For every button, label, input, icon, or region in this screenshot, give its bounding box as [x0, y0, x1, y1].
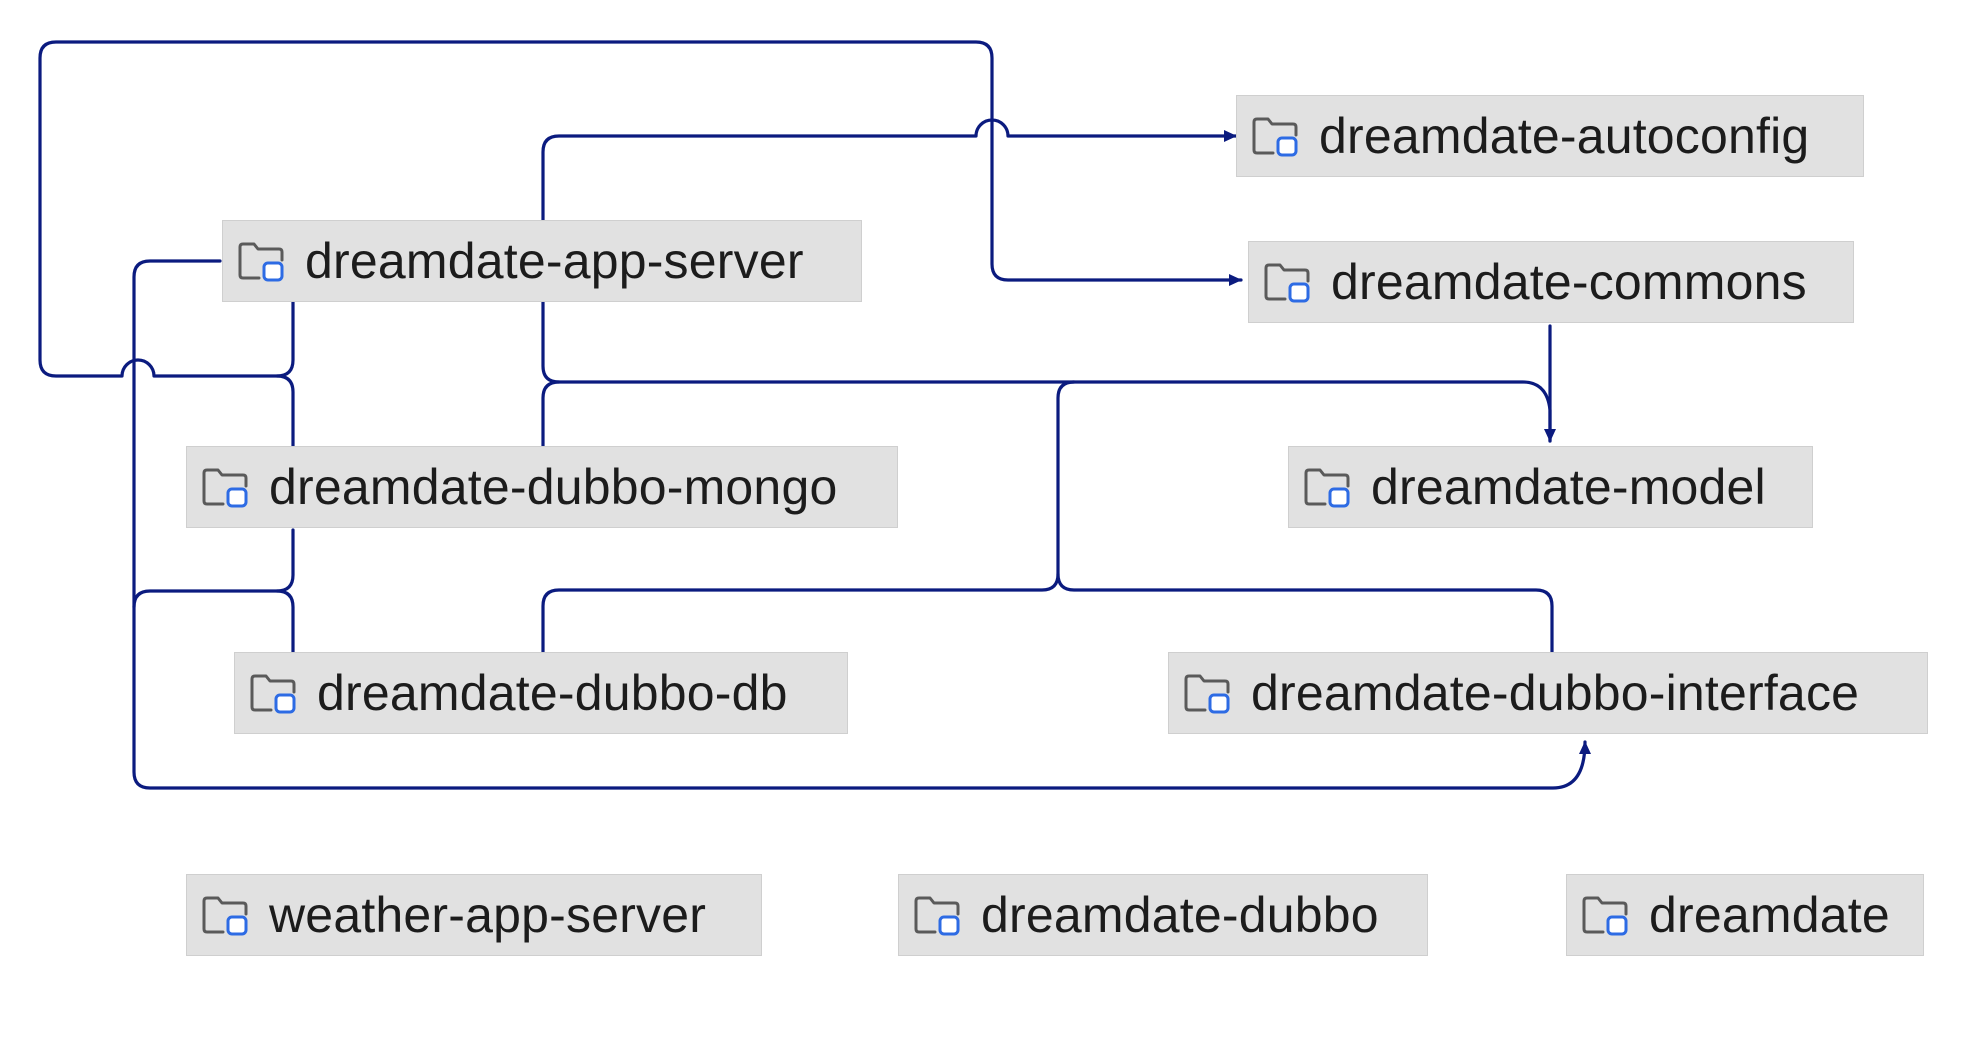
edge-dubbo-mongo-to-dubbo-db-junction [132, 528, 1591, 790]
module-folder-icon [1304, 468, 1350, 508]
module-folder-icon [202, 468, 248, 508]
node-dreamdate-dubbo[interactable]: dreamdate-dubbo [898, 874, 1428, 956]
module-folder-icon [250, 674, 296, 714]
node-label: dreamdate-model [1371, 459, 1766, 515]
node-label: weather-app-server [269, 887, 707, 943]
node-dreamdate-autoconfig[interactable]: dreamdate-autoconfig [1236, 95, 1864, 177]
node-label: dreamdate [1649, 887, 1890, 943]
module-folder-icon [238, 242, 284, 282]
node-label: dreamdate-dubbo [981, 887, 1379, 943]
node-label: dreamdate-dubbo-mongo [269, 459, 838, 515]
node-dreamdate-commons[interactable]: dreamdate-commons [1248, 241, 1854, 323]
edge-app-server-branch [275, 374, 295, 448]
node-weather-app-server[interactable]: weather-app-server [186, 874, 762, 956]
node-dreamdate-model[interactable]: dreamdate-model [1288, 446, 1813, 528]
node-dreamdate-dubbo-mongo[interactable]: dreamdate-dubbo-mongo [186, 446, 898, 528]
module-folder-icon [914, 896, 960, 936]
node-label: dreamdate-autoconfig [1319, 108, 1810, 164]
module-folder-icon [1264, 263, 1310, 303]
node-label: dreamdate-commons [1331, 254, 1807, 310]
module-folder-icon [1184, 674, 1230, 714]
edge-app-server-to-commons [38, 40, 1243, 378]
edge-app-server-to-dubbo-interface [132, 259, 222, 609]
node-dreamdate-app-server[interactable]: dreamdate-app-server [222, 220, 862, 302]
edge-dubbo-db-to-model [541, 380, 1076, 654]
node-label: dreamdate-dubbo-interface [1251, 665, 1860, 721]
module-folder-icon [1252, 117, 1298, 157]
edge-dubbo-mongo-center-branch [541, 380, 561, 448]
node-dreamdate[interactable]: dreamdate [1566, 874, 1924, 956]
edge-dubbo-interface-to-model [1056, 572, 1554, 654]
module-folder-icon [202, 896, 248, 936]
edge-to-autoconfig [541, 118, 1238, 222]
node-label: dreamdate-app-server [305, 233, 804, 289]
edge-dubbo-db-branch [275, 589, 295, 654]
node-dreamdate-dubbo-db[interactable]: dreamdate-dubbo-db [234, 652, 848, 734]
node-label: dreamdate-dubbo-db [317, 665, 788, 721]
module-folder-icon [1582, 896, 1628, 936]
node-dreamdate-dubbo-interface[interactable]: dreamdate-dubbo-interface [1168, 652, 1928, 734]
edge-app-server-center-trunk [541, 300, 1552, 443]
